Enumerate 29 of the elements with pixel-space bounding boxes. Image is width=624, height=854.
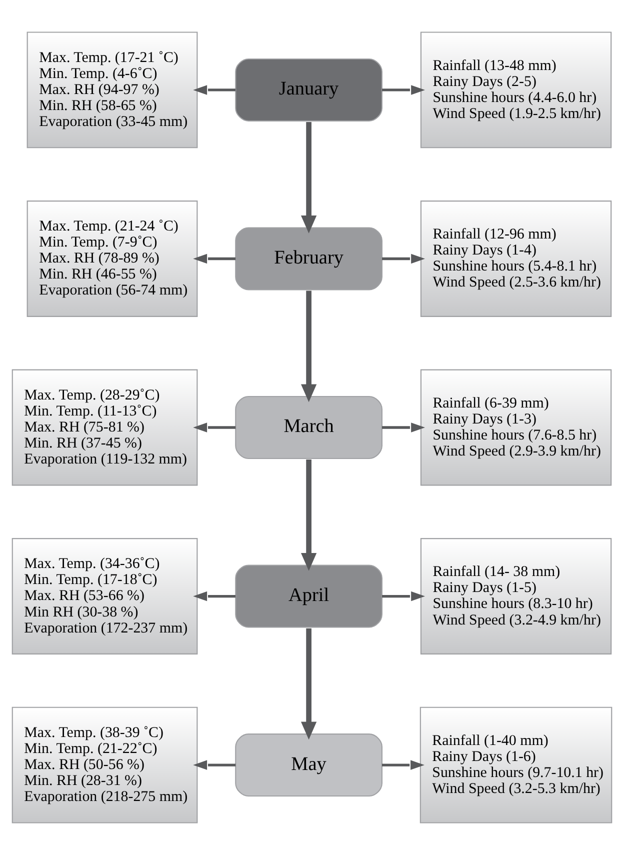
arrow (300, 122, 317, 233)
node-box: Rainfall (12-96 mm) Rainy Days (1-4) Sunshine hours (5.4-8.1 hr) Wind Speed (2.5-3.6 km/hr) (420, 200, 612, 316)
node-box: April (235, 564, 382, 628)
node-box: Rainfall (1-40 mm) Rainy Days (1-6) Sunshine hours (9.7-10.1 hr) Wind Speed (3.2-5.3 km/hr) (420, 706, 612, 823)
arrow (382, 590, 425, 601)
arrow (300, 290, 317, 402)
arrow (382, 760, 424, 770)
node-box: Max. Temp. (21-24 ˚C) Min. Temp. (7-9˚C) Max. RH (78-89 %) Min. RH (46-55 %) Evaporation (56-74 mm) (26, 200, 198, 316)
node-box: Max. Temp. (17-21 ˚C) Min. Temp. (4-6˚C) Max. RH (94-97 %) Min. RH (58-65 %) Evaporation (33-45 mm) (26, 31, 198, 148)
arrow (193, 422, 236, 432)
node-box: January (235, 58, 382, 121)
node-box: March (235, 395, 382, 459)
arrow (300, 628, 317, 740)
arrow (382, 253, 425, 264)
arrow (193, 590, 236, 601)
arrow (300, 459, 317, 570)
node-box: Rainfall (13-48 mm) Rainy Days (2-5) Sunshine hours (4.4-6.0 hr) Wind Speed (1.9-2.5 km/hr) (420, 31, 612, 148)
arrow (193, 253, 236, 264)
node-box: Max. Temp. (34-36˚C) Min. Temp. (17-18˚C) Max. RH (53-66 %) Min RH (30-38 %) Evaporation (172-237 mm) (12, 538, 198, 654)
node-box: Max. Temp. (28-29˚C) Min. Temp. (11-13˚C) Max. RH (75-81 %) Min. RH (37-45 %) Evaporation (119-132 mm) (12, 368, 198, 486)
arrow (382, 422, 425, 432)
node-box: Rainfall (14- 38 mm) Rainy Days (1-5) Sunshine hours (8.3-10 hr) Wind Speed (3.2-4.9 km/hr) (420, 538, 612, 654)
node-box: Max. Temp. (38-39 ˚C) Min. Temp. (21-22˚C) Max. RH (50-56 %) Min. RH (28-31 %) Evaporation (218-275 mm) (12, 706, 198, 823)
arrow (193, 84, 236, 94)
node-box: Rainfall (6-39 mm) Rainy Days (1-3) Sunshine hours (7.6-8.5 hr) Wind Speed (2.9-3.9 km/hr) (420, 368, 612, 486)
arrow (193, 760, 236, 770)
node-box: May (235, 733, 382, 796)
arrow (382, 84, 425, 94)
node-box: February (235, 226, 382, 290)
